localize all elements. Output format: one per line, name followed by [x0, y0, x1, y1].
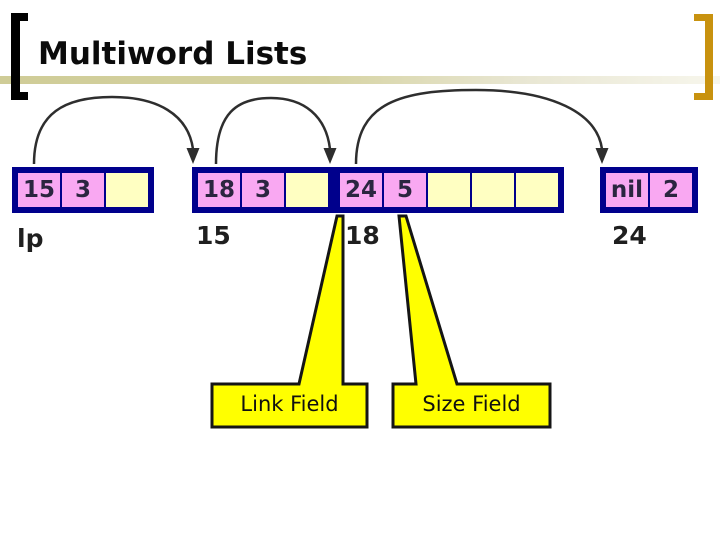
link-field-callout-label: Link Field	[240, 392, 339, 416]
memory-node-15: 18 3	[192, 167, 334, 213]
address-label-15: 15	[196, 221, 231, 250]
size-field-cell: 3	[62, 173, 104, 207]
title-underline	[0, 76, 720, 84]
arrowheads	[186, 148, 609, 164]
link-field-cell: 15	[18, 173, 60, 207]
data-word-cell	[106, 173, 148, 207]
size-field-cell: 5	[384, 173, 426, 207]
arrowhead-icon	[323, 148, 337, 164]
address-label-18: 18	[345, 221, 380, 250]
data-word-cell	[428, 173, 470, 207]
link-field-cell: 24	[340, 173, 382, 207]
link-field-cell: 18	[198, 173, 240, 207]
address-label-24: 24	[612, 221, 647, 250]
link-field-cell: nil	[606, 173, 648, 207]
arrow-15-to-18	[214, 96, 332, 165]
data-word-cell	[516, 173, 558, 207]
arrow-18-to-24	[354, 88, 604, 165]
size-field-cell: 3	[242, 173, 284, 207]
memory-node-24: nil 2	[600, 167, 698, 213]
left-bracket-decoration	[11, 13, 28, 100]
right-bracket-decoration	[694, 14, 713, 100]
arrowhead-icon	[186, 148, 200, 164]
arrow-lp-to-15	[32, 95, 195, 165]
memory-node-lp: 15 3	[12, 167, 154, 213]
data-word-cell	[472, 173, 514, 207]
size-field-cell: 2	[650, 173, 692, 207]
pointer-arrows	[32, 88, 604, 165]
pointer-label-lp: lp	[17, 224, 44, 253]
page-title: Multiword Lists	[38, 36, 308, 72]
size-field-callout-shape	[391, 214, 552, 429]
size-field-callout-label: Size Field	[422, 392, 521, 416]
arrowhead-icon	[595, 148, 609, 164]
data-word-cell	[286, 173, 328, 207]
memory-node-18: 24 5	[334, 167, 564, 213]
link-field-callout-shape	[210, 214, 369, 429]
